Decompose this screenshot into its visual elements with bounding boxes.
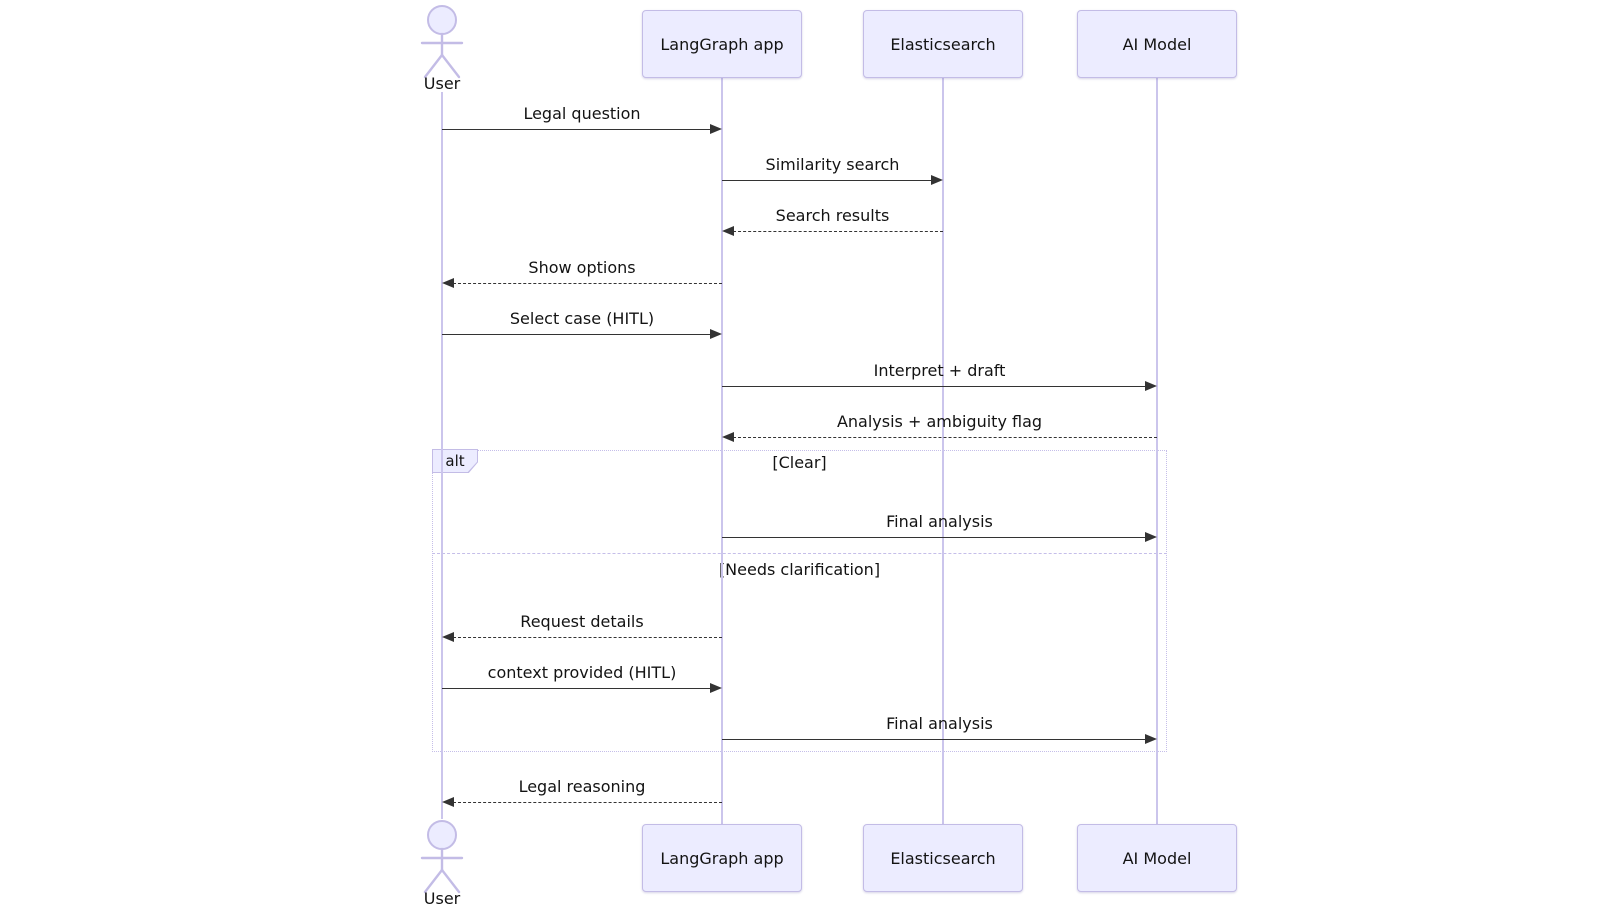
message-line-1: [722, 180, 932, 181]
lifeline-langgraph: [721, 78, 723, 824]
message-line-10: [722, 739, 1146, 740]
message-arrowhead-5: [1145, 381, 1157, 391]
message-label-5: Interpret + draft: [873, 361, 1006, 380]
alt-section-divider: [432, 553, 1167, 554]
message-arrowhead-10: [1145, 734, 1157, 744]
message-line-3: [453, 283, 722, 284]
participant-langgraph-top: LangGraph app: [642, 10, 802, 78]
participant-aimodel-top: AI Model: [1077, 10, 1237, 78]
message-label-3: Show options: [528, 258, 636, 277]
message-label-11: Legal reasoning: [518, 777, 646, 796]
participant-aimodel-bottom: AI Model: [1077, 824, 1237, 892]
message-arrowhead-11: [442, 797, 454, 807]
user-actor-icon-top: [412, 2, 472, 80]
message-label-8: Request details: [520, 612, 644, 631]
message-line-9: [442, 688, 711, 689]
message-arrowhead-9: [710, 683, 722, 693]
user-actor-icon-bottom: [412, 817, 472, 895]
message-arrowhead-1: [931, 175, 943, 185]
message-arrowhead-6: [722, 432, 734, 442]
participant-langgraph-bottom: LangGraph app: [642, 824, 802, 892]
message-line-2: [733, 231, 943, 232]
lifeline-elasticsearch: [942, 78, 944, 824]
message-arrowhead-7: [1145, 532, 1157, 542]
message-line-6: [733, 437, 1157, 438]
message-label-6: Analysis + ambiguity flag: [836, 412, 1043, 431]
message-line-11: [453, 802, 722, 803]
message-arrowhead-2: [722, 226, 734, 236]
participant-elasticsearch-bottom: Elasticsearch: [863, 824, 1023, 892]
message-label-0: Legal question: [523, 104, 641, 123]
message-label-1: Similarity search: [765, 155, 900, 174]
participant-elasticsearch-top: Elasticsearch: [863, 10, 1023, 78]
message-line-8: [453, 637, 722, 638]
alt-condition-clear: [Clear]: [772, 453, 827, 472]
message-line-5: [722, 386, 1146, 387]
message-arrowhead-8: [442, 632, 454, 642]
message-line-4: [442, 334, 711, 335]
message-line-0: [442, 129, 711, 130]
message-arrowhead-4: [710, 329, 722, 339]
alt-condition-needs-clarification: [Needs clarification]: [718, 560, 881, 579]
message-label-7: Final analysis: [886, 512, 993, 531]
message-label-10: Final analysis: [886, 714, 993, 733]
lifeline-user: [441, 92, 443, 819]
lifeline-aimodel: [1156, 78, 1158, 824]
message-arrowhead-3: [442, 278, 454, 288]
message-arrowhead-0: [710, 124, 722, 134]
message-line-7: [722, 537, 1146, 538]
actor-label-user-top: User: [423, 74, 461, 93]
alt-frame: [432, 450, 1167, 752]
actor-label-user-bottom: User: [423, 889, 461, 906]
message-label-9: context provided (HITL): [487, 663, 677, 682]
alt-label: alt: [432, 449, 478, 473]
alt-label-text: alt: [445, 452, 465, 470]
message-label-4: Select case (HITL): [509, 309, 655, 328]
message-label-2: Search results: [775, 206, 890, 225]
